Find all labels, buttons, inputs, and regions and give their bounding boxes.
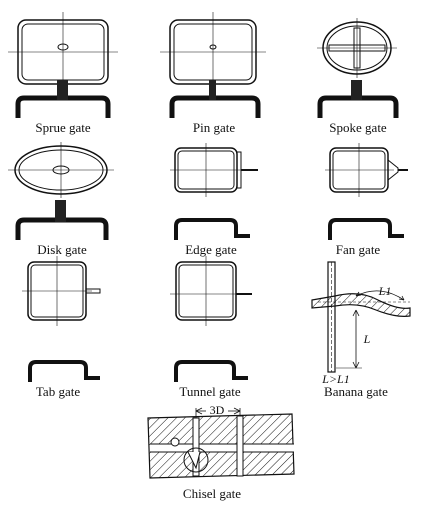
edge-gate-figure — [170, 143, 258, 197]
pin-gate-section — [169, 80, 261, 118]
spoke-gate-section — [317, 80, 399, 118]
chisel-gate-figure — [147, 407, 295, 479]
sprue-gate-section — [15, 80, 111, 118]
edge-gate-section — [174, 218, 250, 240]
tunnel-gate-section — [174, 360, 248, 382]
edge-gate-label: Edge gate — [185, 242, 237, 257]
tab-gate-section — [28, 360, 100, 382]
banana-gate-label: Banana gate — [324, 384, 388, 399]
tab-gate-figure — [22, 256, 101, 326]
spoke-gate-label: Spoke gate — [329, 120, 387, 135]
l-dimension-label: L — [363, 332, 371, 346]
tunnel-gate-figure — [170, 256, 252, 326]
tunnel-gate-label: Tunnel gate — [179, 384, 241, 399]
banana-gate-figure — [311, 261, 411, 373]
fan-gate-figure — [325, 143, 408, 197]
3d-dimension-label: 3D — [209, 403, 225, 417]
disk-gate-figure — [8, 142, 114, 198]
l1-dimension-label: L1 — [378, 284, 392, 298]
tab-gate-label: Tab gate — [35, 384, 81, 399]
fan-gate-section — [328, 218, 404, 240]
length-condition-label: L>L1 — [322, 372, 350, 386]
sprue-gate-label: Sprue gate — [35, 120, 91, 135]
disk-gate-label: Disk gate — [37, 242, 87, 257]
chisel-gate-label: Chisel gate — [182, 486, 242, 501]
pin-gate-label: Pin gate — [192, 120, 236, 135]
spoke-gate-figure — [317, 18, 397, 78]
fan-gate-label: Fan gate — [335, 242, 381, 257]
disk-gate-section — [15, 200, 109, 240]
